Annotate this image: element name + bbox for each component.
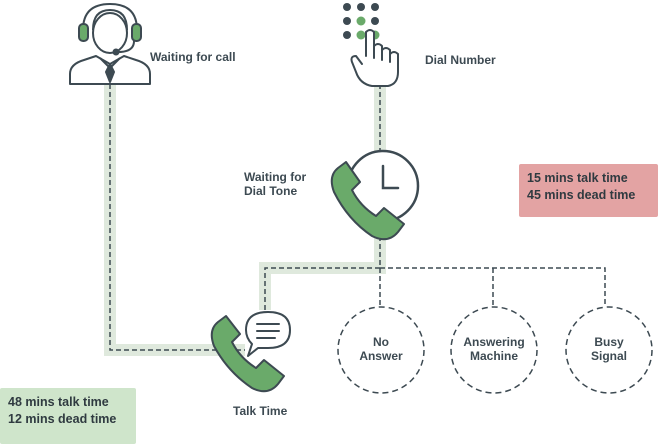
outcome-line2: Machine [469, 349, 518, 363]
phone-chat-icon [210, 311, 291, 393]
phone-clock-icon [330, 149, 420, 241]
label-talk-time: Talk Time [233, 404, 288, 418]
outcome-branches [379, 267, 606, 305]
outcome-label-answering-machine: Answering Machine [454, 335, 534, 363]
outcome-label-no-answer: No Answer [341, 335, 421, 363]
label-dial-number: Dial Number [425, 53, 496, 67]
headset-agent-icon [69, 3, 151, 85]
outcome-circle-no-answer [337, 306, 425, 394]
label-waiting-dial-tone-line2: Dial Tone [244, 184, 298, 198]
stats-talk-time: 48 mins talk time [8, 395, 109, 409]
stats-box-red: 15 mins talk time 45 mins dead time [519, 164, 658, 217]
flow-path [104, 84, 386, 356]
stats-dead-time: 45 mins dead time [527, 188, 636, 202]
stats-dead-time: 12 mins dead time [8, 412, 117, 426]
outcome-line1: Busy [594, 335, 624, 349]
stats-talk-time: 15 mins talk time [527, 171, 628, 185]
outcome-line1: Answering [463, 335, 525, 349]
label-waiting-for-call: Waiting for call [150, 50, 236, 64]
outcome-line2: Signal [590, 349, 627, 363]
outcome-line2: Answer [359, 349, 403, 363]
outcome-circle-busy-signal [565, 306, 653, 394]
outcome-line1: No [373, 335, 389, 349]
outcome-label-busy-signal: Busy Signal [569, 335, 649, 363]
label-waiting-dial-tone-line1: Waiting for [244, 170, 307, 184]
keypad-hand-icon [343, 3, 399, 87]
stats-box-green: 48 mins talk time 12 mins dead time [0, 388, 136, 444]
outcome-circle-answering-machine [450, 306, 538, 394]
